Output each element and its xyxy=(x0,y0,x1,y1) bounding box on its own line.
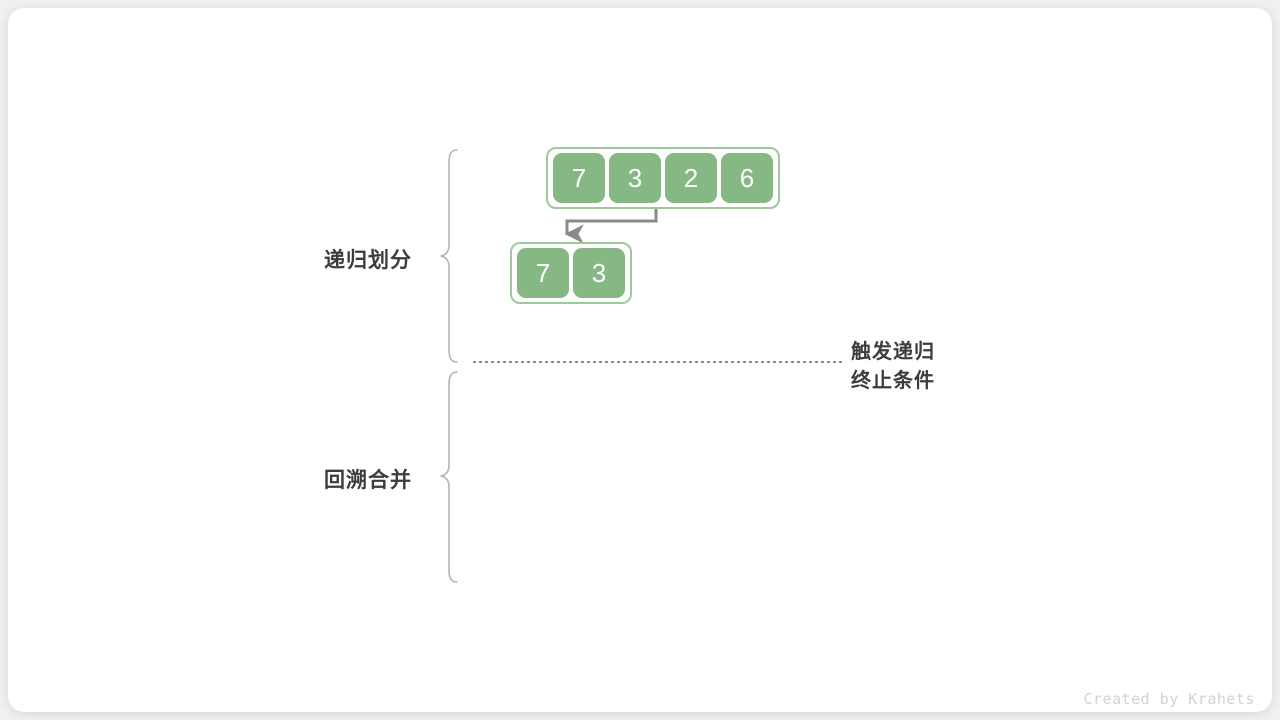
phase-label-divide: 递归划分 xyxy=(324,249,412,272)
array-cell: 7 xyxy=(517,248,569,298)
terminal-condition-line-1: 触发递归 xyxy=(851,341,935,363)
array-cell: 3 xyxy=(573,248,625,298)
recursion-connector-arrow xyxy=(564,209,658,244)
diagram-vector-layer xyxy=(440,149,845,583)
array-left-sub: 7 3 xyxy=(510,242,632,304)
watermark-credit: Created by Krahets xyxy=(1083,690,1255,708)
brace-divide-phase xyxy=(440,149,458,363)
diagram-stage: 递归划分 回溯合并 触发递归 终止条件 7 3 2 6 7 3 Created … xyxy=(8,8,1272,712)
diagram-card: 递归划分 回溯合并 触发递归 终止条件 7 3 2 6 7 3 Created … xyxy=(8,8,1272,712)
brace-merge-phase xyxy=(440,371,458,583)
terminal-condition-note: 触发递归 终止条件 xyxy=(851,338,935,396)
array-cell: 6 xyxy=(721,153,773,203)
array-cell: 7 xyxy=(553,153,605,203)
array-root: 7 3 2 6 xyxy=(546,147,780,209)
array-cell: 3 xyxy=(609,153,661,203)
terminal-condition-line-2: 终止条件 xyxy=(851,370,935,392)
phase-label-merge: 回溯合并 xyxy=(324,469,412,492)
array-cell: 2 xyxy=(665,153,717,203)
